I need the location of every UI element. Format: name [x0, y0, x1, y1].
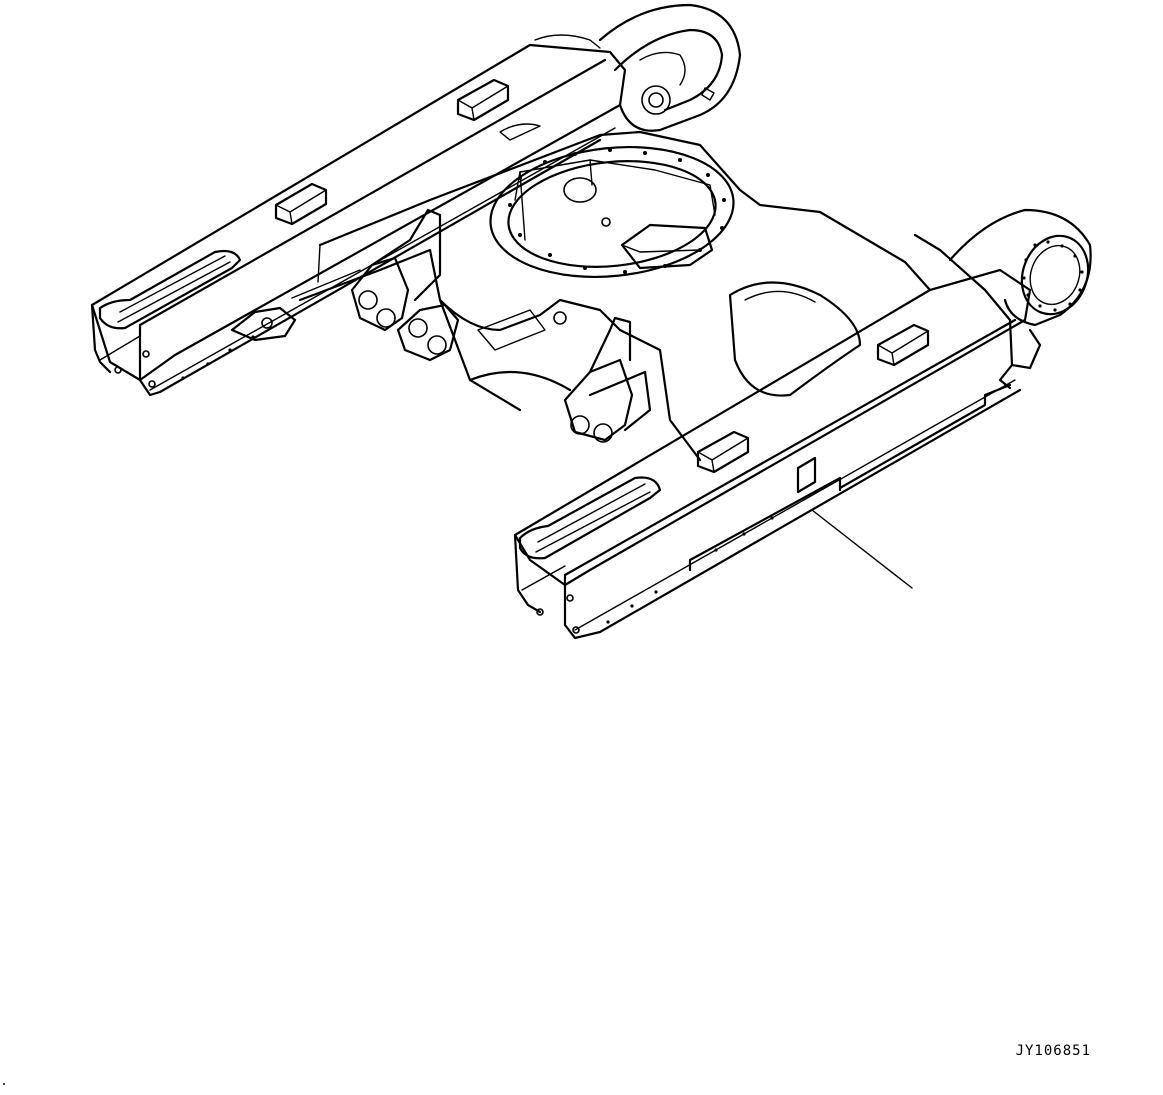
right-frame-bracket-2: [876, 323, 930, 367]
corner-mark: [3, 1083, 5, 1085]
blade-bracket-left: [350, 208, 460, 362]
front-idler-yoke: [913, 208, 1092, 390]
rear-idler-yoke: [534, 3, 742, 132]
center-body: [298, 130, 1002, 462]
figure-reference-code: JY106851: [1015, 1043, 1091, 1059]
right-track-frame: [513, 268, 1032, 640]
right-frame-window: [796, 456, 817, 494]
right-frame-bracket-1: [696, 430, 750, 474]
blade-bracket-right: [477, 309, 652, 443]
left-frame-bracket-2: [456, 78, 510, 122]
swing-circle: [489, 145, 735, 279]
left-track-frame: [90, 43, 627, 397]
lower-plate: [230, 269, 361, 342]
left-frame-bracket-1: [274, 182, 328, 226]
leader-line: [811, 509, 913, 589]
left-frame-slot: [499, 123, 541, 141]
